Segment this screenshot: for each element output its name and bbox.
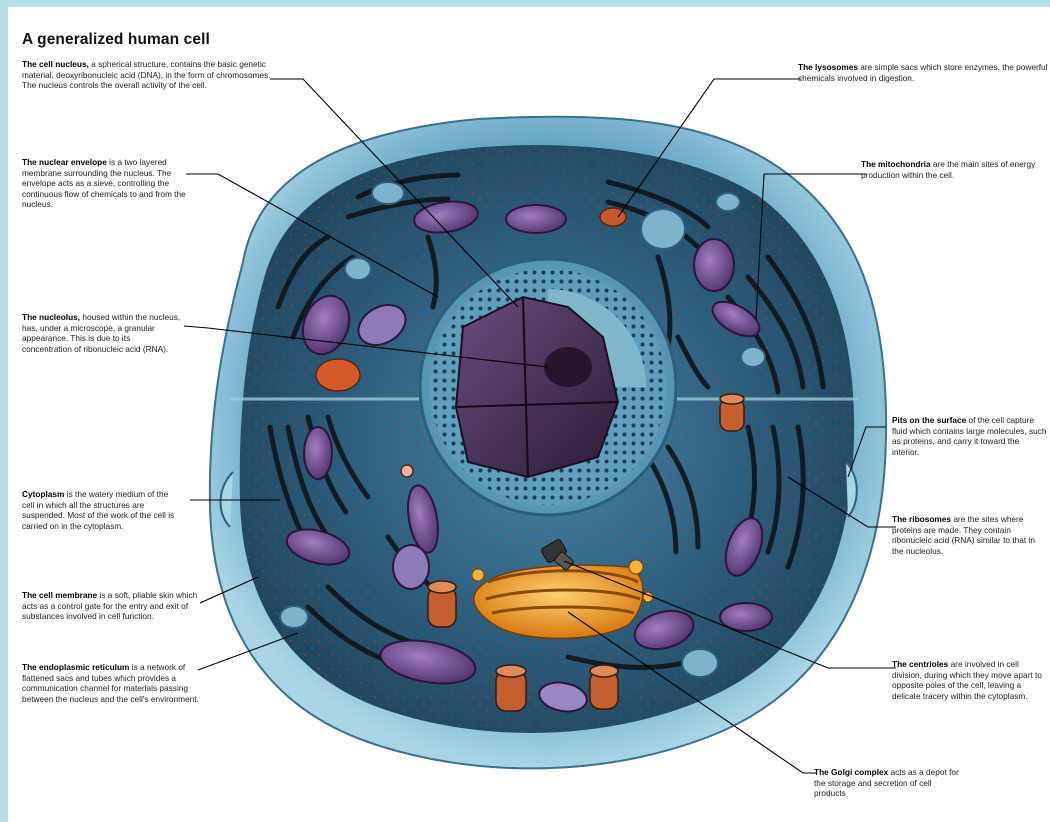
label-centrioles: The centrioles are involved in cell divi… — [892, 659, 1042, 701]
label-endoplasmic-reticulum: The endoplasmic reticulum is a network o… — [22, 662, 200, 704]
label-nucleolus: The nucleolus, housed within the nucleus… — [22, 312, 182, 354]
illustration-page: A generalized human cell — [8, 7, 1050, 822]
label-mitochondria: The mitochondria are the main sites of e… — [861, 159, 1047, 180]
label-ribosomes: The ribosomes are the sites where protei… — [892, 514, 1048, 556]
label-golgi-complex: The Golgi complex acts as a depot for th… — [814, 767, 964, 799]
label-pits-on-surface: Pits on the surface of the cell capture … — [892, 415, 1048, 457]
label-cell-membrane: The cell membrane is a soft, pliable ski… — [22, 590, 198, 622]
label-nuclear-envelope: The nuclear envelope is a two layered me… — [22, 157, 186, 210]
label-cell-nucleus: The cell nucleus, a spherical structure,… — [22, 59, 272, 91]
label-lysosomes: The lysosomes are simple sacs which stor… — [798, 62, 1048, 83]
label-cytoplasm: Cytoplasm is the watery medium of the ce… — [22, 489, 182, 531]
nucleus — [420, 259, 676, 515]
